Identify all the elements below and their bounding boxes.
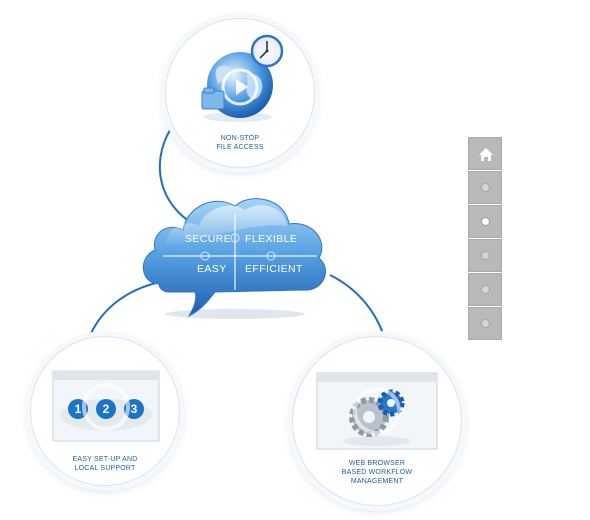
nav-button-slide-4[interactable] — [468, 273, 502, 306]
home-icon — [479, 148, 493, 161]
easy-setup-label-line2: LOCAL SUPPORT — [74, 465, 136, 472]
file-access-label-line1: NON-STOP — [220, 135, 260, 142]
easy-setup-label: EASY SET-UP AND LOCAL SUPPORT — [31, 455, 179, 473]
nav-dot-icon — [481, 285, 490, 294]
step-number-2: 2 — [103, 402, 110, 416]
node-workflow-management[interactable]: WEB BROWSER BASED WORKFLOW MANAGEMENT — [292, 336, 462, 506]
nav-dot-icon — [481, 183, 490, 192]
file-access-label: NON-STOP FILE ACCESS — [166, 134, 314, 152]
globe-clock-illustration — [201, 34, 284, 122]
step-number-1: 1 — [75, 402, 82, 416]
browser-steps-illustration: 1 2 3 — [52, 370, 160, 442]
workflow-label: WEB BROWSER BASED WORKFLOW MANAGEMENT — [293, 459, 461, 486]
nav-button-home[interactable] — [468, 137, 502, 170]
nav-dot-icon — [481, 319, 490, 328]
benefits-cloud: SECURE FLEXIBLE EASY EFFICIENT — [135, 188, 335, 323]
node-file-access[interactable]: NON-STOP FILE ACCESS — [165, 18, 315, 168]
nav-button-slide-1[interactable] — [468, 171, 502, 204]
node-easy-setup[interactable]: 1 2 3 EASY SET-UP AND LOCAL SUPPORT — [30, 336, 180, 486]
nav-button-slide-5[interactable] — [468, 307, 502, 340]
file-access-label-line2: FILE ACCESS — [216, 144, 264, 151]
easy-setup-label-line1: EASY SET-UP AND — [72, 456, 138, 463]
nav-dot-icon — [481, 251, 490, 260]
workflow-label-line2: BASED WORKFLOW — [341, 469, 413, 476]
cloud-label-flexible: FLEXIBLE — [245, 233, 298, 245]
side-navigation — [468, 137, 502, 343]
workflow-label-line1: WEB BROWSER — [348, 460, 406, 467]
nav-button-slide-2[interactable] — [468, 205, 502, 238]
step-number-3: 3 — [131, 402, 138, 416]
nav-dot-icon-active — [481, 217, 490, 226]
nav-button-slide-3[interactable] — [468, 239, 502, 272]
puzzle-cloud-graphic — [142, 198, 326, 319]
cloud-label-easy: EASY — [197, 263, 227, 275]
workflow-label-line3: MANAGEMENT — [350, 478, 404, 485]
cloud-label-efficient: EFFICIENT — [245, 263, 303, 275]
cloud-label-secure: SECURE — [185, 233, 232, 245]
browser-gears-illustration — [316, 372, 438, 450]
